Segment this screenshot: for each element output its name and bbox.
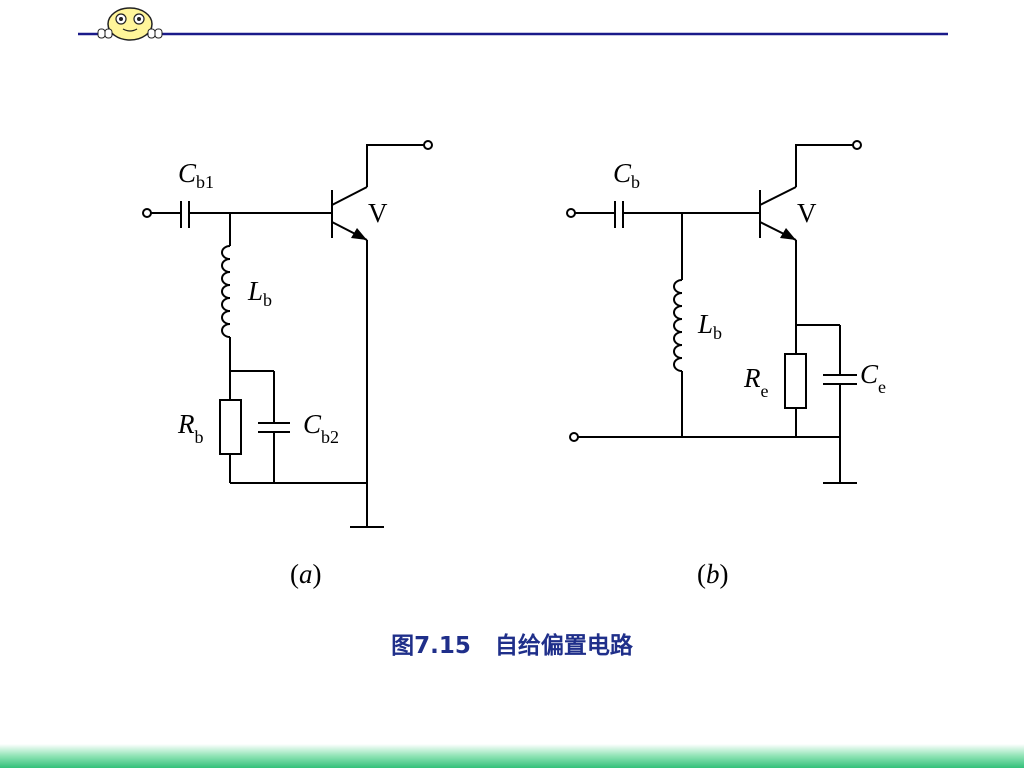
circuit-a-output-terminal xyxy=(423,140,433,150)
circuit-b-label-cin: Cb xyxy=(613,158,640,192)
circuit-b-resistor xyxy=(784,353,807,409)
circuit-a-label-transistor: V xyxy=(368,198,388,228)
circuit-b-output-terminal xyxy=(852,140,862,150)
circuit-a-label-inductor: Lb xyxy=(247,276,272,310)
footer-band xyxy=(0,744,1024,768)
circuit-a-bias-capacitor xyxy=(258,422,290,433)
circuit-b-input-terminal xyxy=(566,208,576,218)
circuit-a-inductor xyxy=(221,245,231,338)
circuit-b-caption: (b) xyxy=(697,559,729,589)
mascot-face-icon xyxy=(97,7,163,41)
circuit-a-label-resistor: Rb xyxy=(177,409,204,447)
circuit-a-input-capacitor xyxy=(180,201,190,228)
circuit-a-caption: (a) xyxy=(290,559,322,589)
circuit-a-input-terminal xyxy=(142,208,152,218)
circuit-b-label-inductor: Lb xyxy=(697,309,722,343)
circuit-b-label-resistor: Re xyxy=(743,363,769,401)
circuit-b-emitter-capacitor xyxy=(823,374,857,385)
figure-title: 图7.15 自给偏置电路 xyxy=(391,633,633,659)
circuit-b-inductor xyxy=(673,279,683,372)
circuit-b: Cb V Lb Re Ce (b) xyxy=(566,140,886,589)
circuit-a-transistor-symbol xyxy=(331,186,368,241)
circuit-a-label-bias-capacitor: Cb2 xyxy=(303,409,339,447)
circuit-b-input-capacitor xyxy=(614,201,624,228)
circuit-b-label-transistor: V xyxy=(797,198,817,228)
circuit-b-label-emitter-capacitor: Ce xyxy=(860,359,886,397)
circuit-b-ground-terminal xyxy=(569,432,579,442)
circuit-a-label-cin: Cb1 xyxy=(178,158,214,192)
circuit-a-resistor xyxy=(219,399,242,455)
circuit-a: Cb1 V Lb Rb Cb2 (a) xyxy=(142,140,433,589)
circuit-b-transistor-symbol xyxy=(759,186,797,241)
